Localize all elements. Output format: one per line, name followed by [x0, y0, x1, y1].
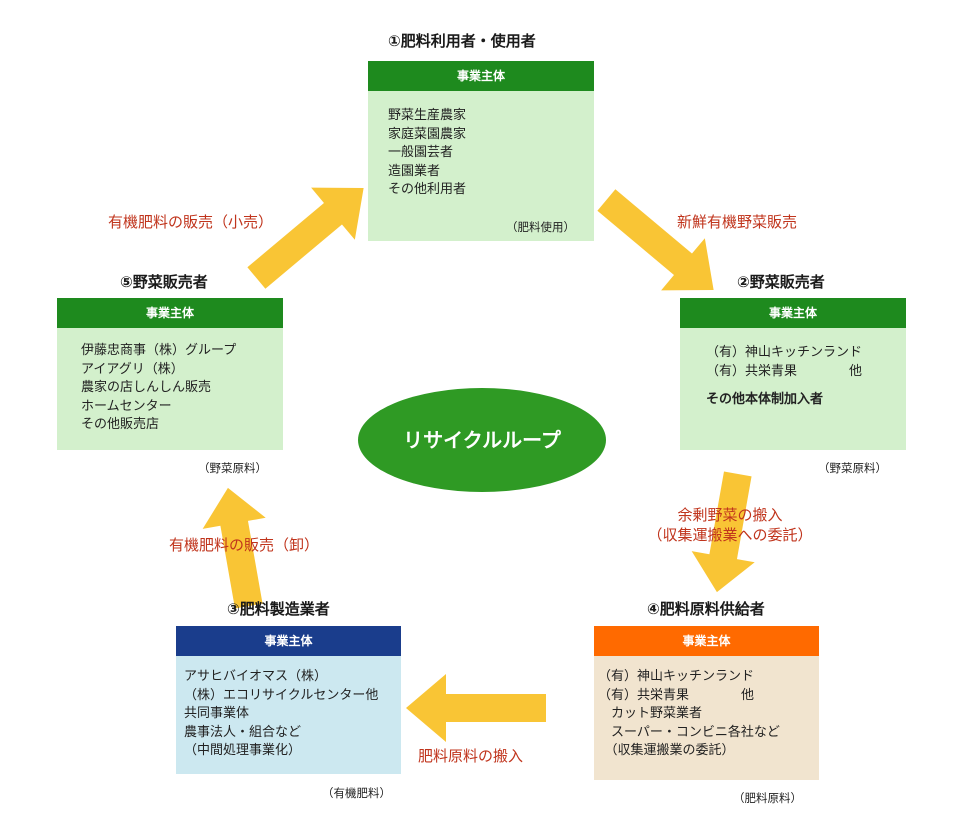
label-fresh: 新鮮有機野菜販売 — [677, 213, 798, 231]
seller-top-line: （有）神山キッチンランド — [706, 345, 863, 360]
seller-left-header: 事業主体 — [57, 298, 283, 328]
supplier-header: 事業主体 — [594, 626, 819, 656]
user-note: （肥料使用） — [506, 220, 575, 234]
supplier-note: （肥料原料） — [733, 791, 802, 805]
arrow-surplus — [691, 471, 755, 593]
seller-top-header: 事業主体 — [680, 298, 906, 328]
user-box: 事業主体 野菜生産農家 家庭菜園農家 一般園芸者 造園業者 その他利用者 — [368, 61, 594, 241]
seller-top-line: （有）共栄青果 他 — [706, 363, 863, 379]
seller-left-title: ⑤野菜販売者 — [120, 273, 208, 291]
user-list: 野菜生産農家 家庭菜園農家 一般園芸者 造園業者 その他利用者 — [368, 91, 594, 241]
manufacturer-box: 事業主体 アサヒバイオマス（株） （株）エコリサイクルセンター他 共同事業体 農… — [176, 626, 401, 774]
seller-top-extra: その他本体制加入者 — [706, 392, 824, 407]
arrow-raw-material — [406, 674, 546, 742]
label-surplus: 余剰野菜の搬入 （収集運搬業への委託） — [640, 505, 820, 545]
manufacturer-line: （株）エコリサイクルセンター他 — [184, 687, 379, 703]
seller-left-line: アイアグリ（株） — [81, 361, 184, 377]
manufacturer-line: アサヒバイオマス（株） — [184, 669, 328, 684]
manufacturer-note: （有機肥料） — [322, 786, 391, 800]
supplier-line: スーパー・コンビニ各社など — [598, 724, 780, 740]
label-wholesale: 有機肥料の販売（卸） — [169, 536, 320, 554]
supplier-line: （収集運搬業の委託） — [598, 743, 735, 758]
manufacturer-line: 共同事業体 — [184, 706, 250, 721]
seller-left-line: 農家の店しんしん販売 — [81, 380, 212, 395]
supplier-title: ④肥料原料供給者 — [647, 600, 765, 618]
arrow-wholesale — [202, 487, 266, 609]
seller-left-line: 伊藤忠商事（株）グループ — [81, 343, 237, 358]
user-line: 野菜生産農家 — [388, 108, 467, 123]
seller-top-box: 事業主体 （有）神山キッチンランド （有）共栄青果 他 その他本体制加入者 — [680, 298, 906, 450]
label-retail: 有機肥料の販売（小売） — [108, 213, 274, 231]
user-header: 事業主体 — [368, 61, 594, 91]
user-line: 造園業者 — [388, 163, 441, 179]
recycle-loop-label: リサイクルループ — [358, 388, 606, 492]
seller-left-line: その他販売店 — [81, 417, 160, 432]
supplier-box: 事業主体 （有）神山キッチンランド （有）共栄青果 他 カット野菜業者 スーパー… — [594, 626, 819, 780]
label-surplus-line2: （収集運搬業への委託） — [647, 526, 813, 544]
user-title: ①肥料利用者・使用者 — [388, 32, 536, 50]
user-line: 一般園芸者 — [388, 145, 454, 160]
manufacturer-line: （中間処理事業化） — [184, 743, 302, 758]
manufacturer-line: 農事法人・組合など — [184, 724, 302, 740]
user-line: 家庭菜園農家 — [388, 126, 467, 142]
user-line: その他利用者 — [388, 182, 467, 197]
seller-left-list: 伊藤忠商事（株）グループ アイアグリ（株） 農家の店しんしん販売 ホームセンター… — [57, 328, 283, 450]
label-raw-material: 肥料原料の搬入 — [418, 747, 524, 765]
manufacturer-title: ③肥料製造業者 — [227, 600, 330, 618]
seller-left-box: 事業主体 伊藤忠商事（株）グループ アイアグリ（株） 農家の店しんしん販売 ホー… — [57, 298, 283, 450]
arrow-retail — [247, 187, 364, 289]
arrow-fresh-vegetables — [597, 189, 714, 291]
manufacturer-list: アサヒバイオマス（株） （株）エコリサイクルセンター他 共同事業体 農事法人・組… — [176, 656, 401, 774]
seller-top-list: （有）神山キッチンランド （有）共栄青果 他 その他本体制加入者 — [680, 328, 906, 450]
seller-left-note: （野菜原料） — [198, 461, 267, 475]
seller-top-title: ②野菜販売者 — [737, 273, 825, 291]
supplier-line: カット野菜業者 — [598, 706, 703, 721]
supplier-list: （有）神山キッチンランド （有）共栄青果 他 カット野菜業者 スーパー・コンビニ… — [594, 656, 819, 780]
supplier-line: （有）神山キッチンランド — [598, 669, 755, 684]
supplier-line: （有）共栄青果 他 — [598, 687, 755, 703]
manufacturer-header: 事業主体 — [176, 626, 401, 656]
seller-left-line: ホームセンター — [81, 398, 172, 414]
seller-top-note: （野菜原料） — [818, 461, 887, 475]
label-surplus-line1: 余剰野菜の搬入 — [677, 506, 783, 524]
